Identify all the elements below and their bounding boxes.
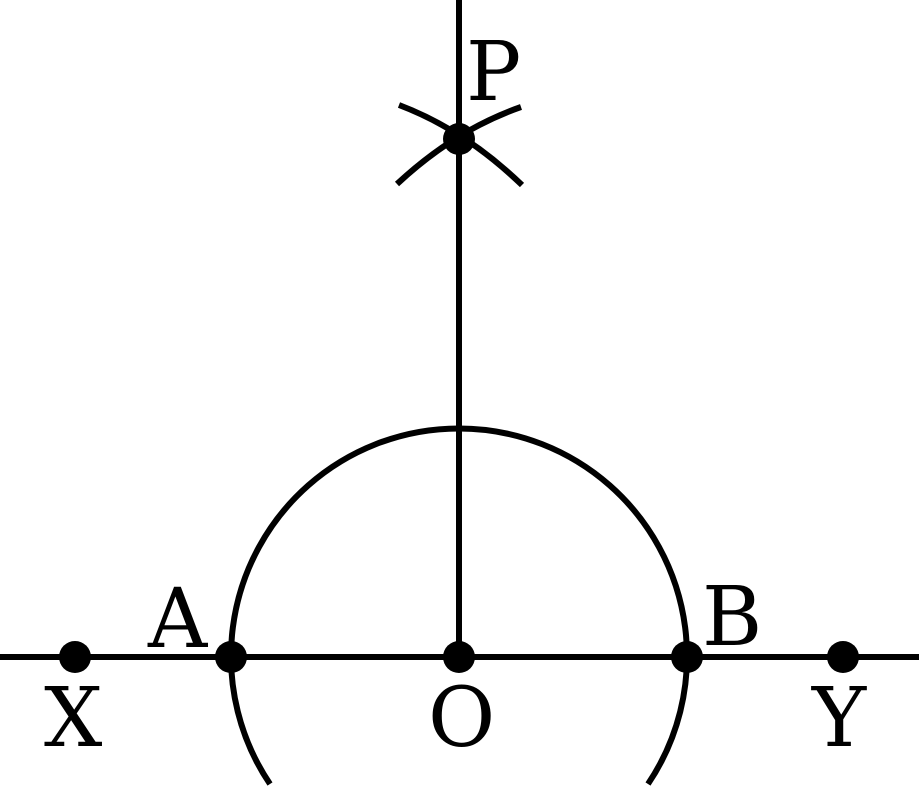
arc-centered-o (228, 425, 690, 786)
label-p: P (466, 25, 521, 120)
label-o: O (428, 671, 495, 766)
label-b: B (702, 570, 762, 665)
point-o (443, 641, 475, 673)
point-a (215, 641, 247, 673)
label-y: Y (811, 671, 867, 766)
point-b (671, 641, 703, 673)
point-p (443, 123, 475, 155)
point-y (827, 641, 859, 673)
label-a: A (147, 572, 209, 667)
point-x (59, 641, 91, 673)
label-x: X (44, 671, 102, 766)
